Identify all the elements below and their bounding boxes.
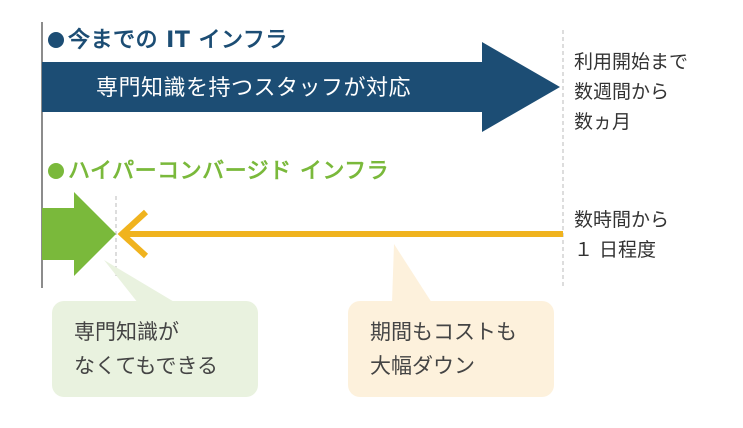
skill-callout: 専門知識が なくてもできる	[52, 301, 258, 397]
skill-callout-line2: なくてもできる	[74, 354, 219, 378]
skill-callout-line1: 専門知識が	[74, 320, 179, 344]
legacy-heading-text: 今までの IT インフラ	[68, 28, 288, 53]
hci-heading-text: ハイパーコンバージド インフラ	[68, 159, 390, 184]
cost-callout-line2: 大幅ダウン	[370, 354, 475, 378]
hci-time-label: 数時間から １ 日程度	[574, 205, 669, 265]
skill-callout-pointer	[104, 260, 176, 303]
legacy-arrow	[42, 42, 560, 132]
hci-time-line2: １ 日程度	[574, 239, 657, 261]
legacy-arrow-label: 専門知識を持つスタッフが対応	[96, 76, 412, 101]
legacy-time-line2: 数週間から	[574, 81, 670, 103]
hci-bullet-icon	[48, 163, 64, 179]
hci-arrow	[42, 192, 116, 276]
cost-callout: 期間もコストも 大幅ダウン	[348, 301, 554, 397]
legacy-time-label: 利用開始まで 数週間から 数ヵ月	[574, 47, 688, 137]
legacy-bullet-icon	[48, 32, 64, 48]
legacy-time-line1: 利用開始まで	[574, 51, 689, 73]
legacy-time-line3: 数ヵ月	[574, 111, 632, 133]
cost-callout-line1: 期間もコストも	[370, 320, 517, 344]
legacy-infra-heading: 今までの IT インフラ	[48, 22, 288, 54]
hci-time-line1: 数時間から	[574, 209, 670, 231]
span-arrow-head	[117, 209, 149, 259]
cost-callout-pointer	[392, 244, 432, 303]
hci-heading: ハイパーコンバージド インフラ	[48, 153, 389, 185]
